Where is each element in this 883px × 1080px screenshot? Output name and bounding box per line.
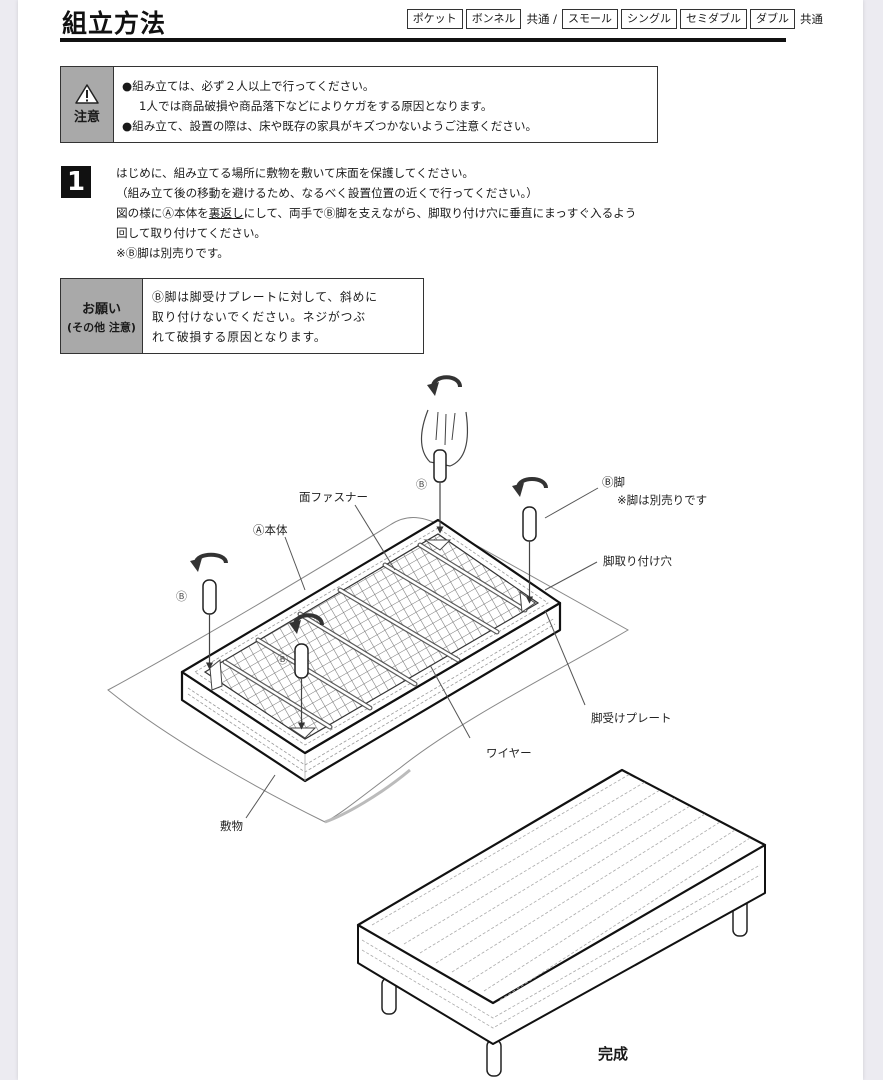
tag-bonnell: ボンネル — [465, 9, 522, 29]
complete-label: 完成 — [598, 1045, 629, 1063]
leg-right — [512, 477, 548, 604]
label-surface-fastener: 面ファスナー — [299, 490, 368, 504]
label-leg-sold-separately: ※脚は別売りです — [617, 493, 708, 507]
step-1-line-3-pre: 図の様にⒶ本体を — [116, 206, 209, 220]
step-number-badge: 1 — [61, 166, 91, 198]
caution-line-1: ●組み立ては、必ず２人以上で行ってください。 — [122, 79, 375, 93]
label-leg-mount-hole: 脚取り付け穴 — [603, 554, 672, 568]
completed-bed — [356, 768, 767, 1077]
bed-frame-upside-down — [180, 518, 562, 783]
step-1-instructions: はじめに、組み立てる場所に敷物を敷いて床面を保護してください。 （組み立て後の移… — [116, 163, 806, 263]
request-line-3: れて破損する原因となります。 — [152, 330, 327, 344]
caution-label: 注意 — [73, 110, 100, 125]
leg-top-with-hands — [420, 375, 469, 534]
tag-common-1: 共通 / — [526, 12, 557, 26]
leg-front — [289, 613, 324, 730]
step-1-line-1: はじめに、組み立てる場所に敷物を敷いて床面を保護してください。 — [116, 166, 475, 180]
rotate-arrow-icon — [427, 382, 439, 396]
label-mat: 敷物 — [220, 819, 243, 833]
step-1-line-4: 回して取り付けてください。 — [116, 226, 267, 240]
request-label: お願い — [81, 301, 121, 317]
tag-semi-double: セミダブル — [680, 9, 747, 29]
label-main-body: Ⓐ本体 — [253, 523, 288, 537]
tag-double: ダブル — [750, 9, 795, 29]
rotate-arrow-icon — [512, 483, 524, 497]
caution-line-3: ●組み立て、設置の際は、床や既存の家具がキズつかないようご注意ください。 — [122, 119, 538, 133]
tag-common-2: 共通 — [800, 12, 823, 26]
step-1-line-3: 図の様にⒶ本体を裏返しにして、両手でⒷ脚を支えながら、脚取り付け穴に垂直にまっす… — [116, 203, 806, 223]
title-divider — [60, 38, 786, 42]
page-title: 組立方法 — [62, 9, 167, 38]
step-1-line-3-post: にして、両手でⒷ脚を支えながら、脚取り付け穴に垂直にまっすぐ入るよう — [243, 206, 637, 220]
tag-single: シングル — [621, 9, 677, 29]
request-label-cell: お願い (その他 注意) — [61, 279, 143, 353]
request-text: Ⓑ脚は脚受けプレートに対して、斜めに 取り付けないでください。ネジがつぶ れて破… — [143, 279, 378, 353]
size-tags: ポケット ボンネル 共通 / スモール シングル セミダブル ダブル 共通 — [406, 9, 825, 29]
tag-small: スモール — [562, 9, 618, 29]
hands-icon — [420, 409, 469, 467]
caution-box: 注意 ●組み立ては、必ず２人以上で行ってください。 1人では商品破損や商品落下な… — [60, 66, 658, 143]
request-box: お願い (その他 注意) Ⓑ脚は脚受けプレートに対して、斜めに 取り付けないでく… — [60, 278, 424, 354]
label-wire: ワイヤー — [486, 746, 532, 760]
request-line-1: Ⓑ脚は脚受けプレートに対して、斜めに — [152, 290, 378, 304]
caution-line-2: 1人では商品破損や商品落下などによりケガをする原因となります。 — [139, 99, 493, 113]
caution-label-cell: 注意 — [61, 67, 114, 142]
label-leg: Ⓑ脚 — [602, 475, 625, 489]
tag-pocket: ポケット — [406, 9, 463, 29]
leg-marker-front: Ⓑ — [277, 653, 288, 666]
step-1-line-2: （組み立て後の移動を避けるため、なるべく設置位置の近くで行ってください。） — [116, 186, 538, 200]
request-line-2: 取り付けないでください。ネジがつぶ — [152, 310, 366, 324]
flip-over-emphasis: 裏返し — [208, 206, 244, 220]
warning-triangle-icon — [75, 84, 99, 104]
leader-lines — [245, 487, 599, 819]
leg-marker-left: Ⓑ — [176, 590, 187, 603]
leg-marker-top: Ⓑ — [416, 478, 427, 491]
leg-left — [190, 552, 228, 670]
request-sublabel: (その他 注意) — [67, 320, 136, 334]
step-1-line-5: ※Ⓑ脚は別売りです。 — [116, 246, 229, 260]
rotate-arrow-icon — [289, 620, 301, 634]
label-leg-plate: 脚受けプレート — [591, 711, 672, 725]
caution-text: ●組み立ては、必ず２人以上で行ってください。 1人では商品破損や商品落下などによ… — [114, 67, 537, 142]
rotate-arrow-icon — [190, 558, 202, 572]
